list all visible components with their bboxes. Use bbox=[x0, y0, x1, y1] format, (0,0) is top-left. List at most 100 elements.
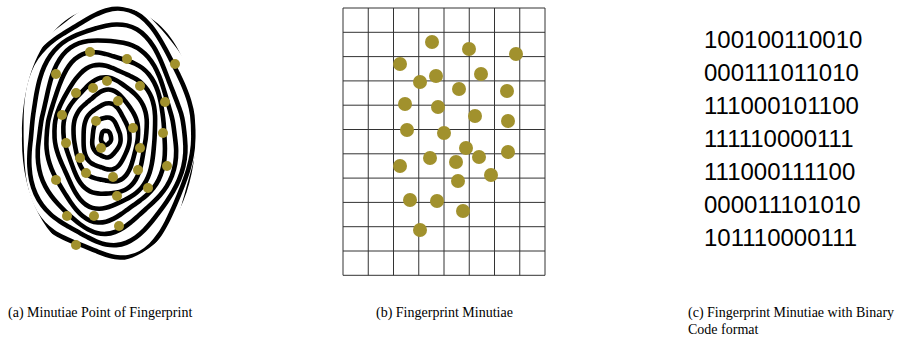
minutia-dot bbox=[88, 83, 98, 93]
ridge-line bbox=[101, 131, 111, 145]
binary-code-row: 111110000111 bbox=[704, 125, 894, 153]
minutia-dot bbox=[501, 145, 515, 159]
binary-code-row: 111000101100 bbox=[704, 92, 894, 120]
minutia-dot bbox=[102, 76, 112, 86]
minutia-dot bbox=[114, 221, 124, 231]
minutia-dot bbox=[472, 150, 486, 164]
grid-minutiae-dots bbox=[393, 35, 523, 237]
grid-line bbox=[343, 251, 545, 252]
minutia-dot bbox=[451, 174, 465, 188]
minutia-dot bbox=[393, 159, 407, 173]
ridge-line bbox=[0, 0, 229, 311]
minutia-dot bbox=[89, 211, 99, 221]
minutia-dot bbox=[468, 109, 482, 123]
minutia-dot bbox=[449, 155, 463, 169]
grid-line bbox=[343, 8, 545, 9]
minutia-dot bbox=[393, 57, 407, 71]
ridge-line bbox=[84, 103, 130, 169]
minutia-dot bbox=[143, 183, 153, 193]
minutia-dot bbox=[456, 204, 470, 218]
minutia-dot bbox=[398, 97, 412, 111]
minutia-dot bbox=[400, 123, 414, 137]
grid-line bbox=[343, 275, 545, 276]
minutia-dot bbox=[509, 47, 523, 61]
minutia-dot bbox=[423, 151, 437, 165]
minutia-dot bbox=[430, 194, 444, 208]
grid-line bbox=[343, 80, 545, 81]
minutia-dot bbox=[108, 172, 118, 182]
minutia-dot bbox=[113, 96, 123, 106]
fingerprint-illustration bbox=[0, 0, 257, 347]
minutia-dot bbox=[128, 123, 138, 133]
minutia-dot bbox=[122, 54, 132, 64]
minutia-dot bbox=[437, 126, 451, 140]
grid-line bbox=[368, 8, 369, 275]
minutia-dot bbox=[57, 110, 67, 120]
minutiae-dots bbox=[51, 47, 180, 250]
minutia-dot bbox=[71, 240, 81, 250]
grid-line bbox=[343, 226, 545, 227]
grid-line bbox=[343, 202, 545, 203]
minutia-dot bbox=[51, 69, 61, 79]
ridge-line bbox=[63, 77, 146, 194]
binary-code-row: 111000111100 bbox=[704, 158, 894, 186]
minutia-dot bbox=[75, 153, 85, 163]
subfigure-caption: (b) Fingerprint Minutiae bbox=[376, 304, 513, 321]
minutia-dot bbox=[431, 100, 445, 114]
minutia-dot bbox=[85, 47, 95, 57]
ridge-line bbox=[38, 40, 176, 233]
ridge-line bbox=[9, 0, 202, 268]
minutia-dot bbox=[112, 191, 122, 201]
grid-line bbox=[343, 8, 344, 275]
binary-code-row: 101110000111 bbox=[704, 224, 894, 252]
minutia-dot bbox=[474, 67, 488, 81]
minutia-dot bbox=[413, 75, 427, 89]
minutia-dot bbox=[133, 165, 143, 175]
ridge-line bbox=[54, 65, 155, 209]
minutia-dot bbox=[403, 193, 417, 207]
minutia-dot bbox=[500, 84, 514, 98]
grid-line bbox=[393, 8, 394, 275]
minutia-dot bbox=[162, 161, 172, 171]
subfigure-caption: (a) Minutiae Point of Fingerprint bbox=[8, 304, 208, 321]
minutia-dot bbox=[91, 116, 101, 126]
ridge-line bbox=[0, 0, 218, 298]
minutia-dot bbox=[158, 128, 168, 138]
subfigure-caption: (c) Fingerprint Minutiae with Binary Cod… bbox=[688, 304, 903, 338]
minutia-dot bbox=[452, 82, 466, 96]
grid-line bbox=[494, 8, 495, 275]
minutia-dot bbox=[135, 143, 145, 153]
minutia-dot bbox=[413, 223, 427, 237]
ridge-line bbox=[21, 9, 193, 258]
grid-line bbox=[343, 32, 545, 33]
minutia-dot bbox=[160, 97, 170, 107]
minutia-dot bbox=[62, 211, 72, 221]
ridge-line bbox=[0, 0, 240, 322]
minutia-dot bbox=[51, 175, 61, 185]
ridge-line bbox=[0, 0, 257, 347]
grid-line bbox=[444, 8, 445, 275]
minutia-dot bbox=[425, 35, 439, 49]
minutia-dot bbox=[81, 168, 91, 178]
binary-code-row: 100100110010 bbox=[704, 26, 894, 54]
minutia-dot bbox=[135, 81, 145, 91]
ridge-line bbox=[46, 52, 165, 222]
ridge-line bbox=[73, 90, 138, 182]
minutia-dot bbox=[462, 42, 476, 56]
ridge-line bbox=[0, 0, 211, 281]
ridge-line bbox=[29, 24, 185, 245]
minutia-dot bbox=[459, 141, 473, 155]
minutia-dot bbox=[484, 168, 498, 182]
binary-code-row: 000111011010 bbox=[704, 59, 894, 87]
minutia-dot bbox=[96, 143, 106, 153]
ridge-line bbox=[0, 0, 249, 335]
minutia-dot bbox=[170, 59, 180, 69]
grid-line bbox=[545, 8, 546, 275]
minutiae-grid bbox=[343, 8, 545, 275]
minutia-dot bbox=[429, 69, 443, 83]
minutia-dot bbox=[501, 114, 515, 128]
minutia-dot bbox=[61, 138, 71, 148]
grid-line bbox=[343, 178, 545, 179]
binary-code-row: 000011101010 bbox=[704, 191, 894, 219]
minutia-dot bbox=[71, 88, 81, 98]
